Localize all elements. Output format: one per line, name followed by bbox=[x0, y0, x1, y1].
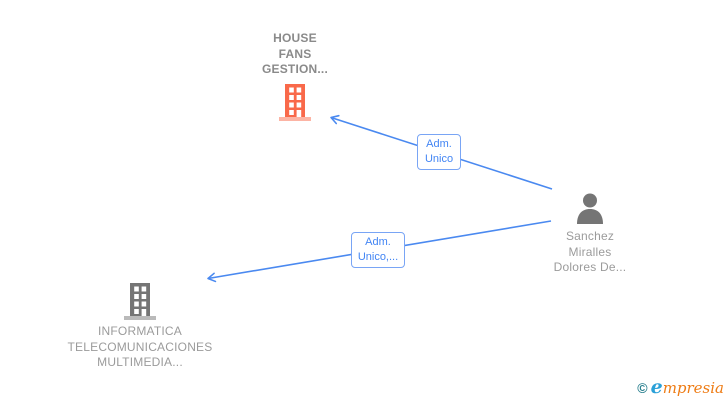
edge-label-adm-unico-top[interactable]: Adm. Unico bbox=[417, 134, 461, 170]
person-icon[interactable] bbox=[575, 193, 605, 229]
edge-label-line: Unico,... bbox=[357, 251, 399, 263]
node-label-line: GESTION... bbox=[261, 62, 328, 76]
edge-label-adm-unico-bottom[interactable]: Adm. Unico,... bbox=[351, 232, 405, 268]
copyright-icon: © bbox=[637, 380, 648, 396]
node-label-line: FANS bbox=[278, 46, 312, 61]
node-label-line: Miralles bbox=[568, 244, 612, 259]
node-label-line: TELECOMUNICACIONES bbox=[67, 339, 213, 354]
node-label-person[interactable]: Sanchez Miralles Dolores De... bbox=[510, 229, 670, 276]
building-icon[interactable] bbox=[123, 283, 157, 326]
edge-label-line: Adm. bbox=[426, 138, 452, 150]
building-icon[interactable] bbox=[278, 84, 312, 127]
brand-initial: e bbox=[650, 376, 663, 398]
node-label-line: Dolores De... bbox=[553, 260, 627, 274]
node-label-company-top[interactable]: HOUSE FANS GESTION... bbox=[205, 31, 385, 78]
node-label-line: HOUSE bbox=[273, 31, 317, 45]
node-label-line: INFORMATICA bbox=[98, 324, 182, 338]
node-label-line: Sanchez bbox=[565, 229, 615, 243]
edge-label-line: Adm. bbox=[365, 236, 391, 248]
brand-name: mpresia bbox=[662, 379, 724, 397]
edge-label-line: Unico bbox=[424, 153, 454, 165]
node-label-company-bottom[interactable]: INFORMATICA TELECOMUNICACIONES MULTIMEDI… bbox=[40, 324, 240, 371]
node-label-line: MULTIMEDIA... bbox=[97, 355, 183, 369]
empresia-logo[interactable]: © e mpresia bbox=[637, 376, 724, 398]
